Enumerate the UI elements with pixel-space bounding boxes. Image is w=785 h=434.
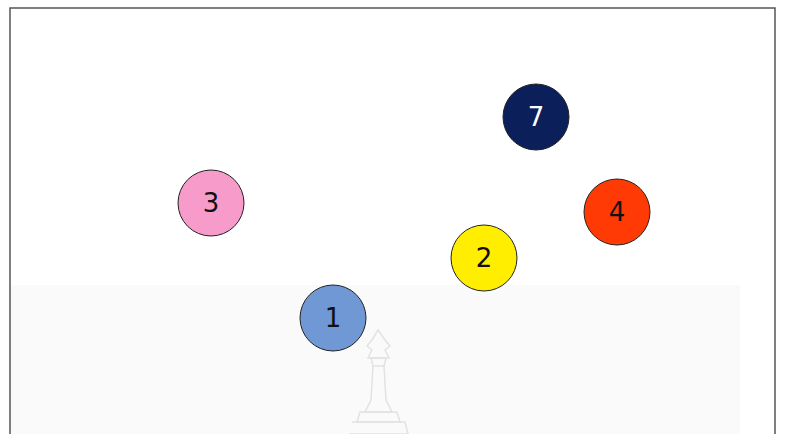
field-frame (10, 8, 775, 434)
number-circle: 7 (502, 83, 570, 151)
background-band (10, 285, 740, 434)
circle-shape (300, 285, 366, 351)
circle-number: 3 (203, 190, 220, 216)
watermark-chess-piece (349, 330, 408, 434)
circle-shape (178, 170, 244, 236)
number-circle: 2 (450, 224, 518, 292)
circle-number: 2 (476, 245, 493, 271)
circle-shape (584, 179, 650, 245)
number-circle: 1 (299, 284, 367, 352)
number-circle: 4 (583, 178, 651, 246)
circle-number: 1 (325, 305, 342, 331)
circle-number: 7 (528, 104, 545, 130)
circle-shape (451, 225, 517, 291)
circle-shape (503, 84, 569, 150)
number-circle: 3 (177, 169, 245, 237)
circle-number: 4 (609, 199, 626, 225)
